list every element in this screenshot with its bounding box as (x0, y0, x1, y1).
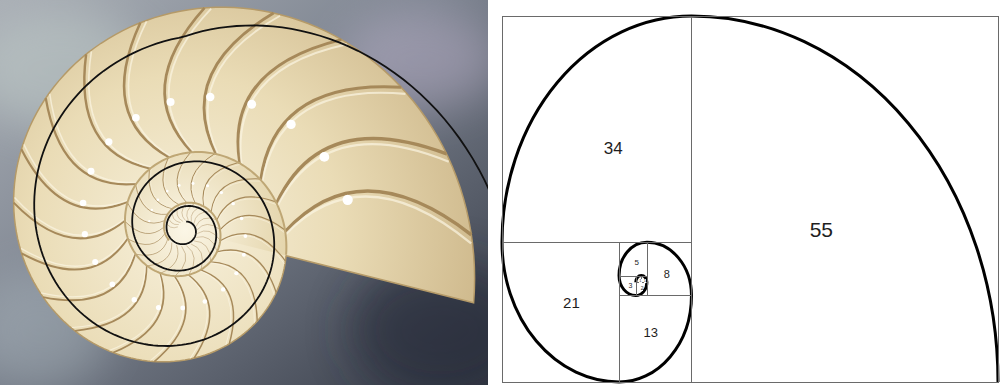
nautilus-shell (14, 7, 488, 362)
siphuncle-spot (132, 297, 137, 302)
shell-septum-highlight (15, 197, 126, 235)
shell-septum-highlight (220, 217, 285, 233)
shell-septum (136, 238, 168, 255)
siphuncle-spot (166, 190, 169, 193)
siphuncle-spot (221, 287, 225, 291)
fibonacci-square: 5 (619, 242, 648, 277)
siphuncle-spot (234, 271, 238, 275)
siphuncle-spot (88, 168, 95, 175)
shell-septum-highlight (150, 276, 183, 361)
shell-septum-highlight (187, 275, 207, 358)
shell-septum-highlight (179, 153, 193, 203)
siphuncle-spot (286, 120, 295, 129)
shell-septum (175, 246, 186, 276)
square-number: 1 (644, 279, 646, 283)
shell-septum-highlight (285, 196, 471, 243)
shell-septum-highlight (204, 164, 241, 207)
shell-septum-highlight (262, 93, 405, 183)
shell-septum-highlight (24, 144, 129, 206)
siphuncle-spot (151, 209, 153, 211)
siphuncle-spot (206, 184, 209, 187)
shell-septum-highlight (209, 263, 254, 324)
siphuncle-spot (167, 98, 175, 106)
shell-septum-highlight (216, 251, 274, 295)
fibonacci-square: 1 (636, 276, 642, 283)
siphuncle-spot (105, 138, 112, 145)
shell-septum-highlight (21, 236, 128, 266)
square-number: 1 (639, 279, 641, 283)
shell-septum-highlight (151, 168, 174, 208)
fibonacci-square: 1 (641, 276, 648, 283)
fibonacci-square: 2 (636, 282, 648, 296)
shell-septum-highlight (50, 94, 138, 183)
siphuncle-spot (157, 198, 160, 201)
siphuncle-spot (110, 281, 116, 287)
siphuncle-spot (148, 220, 150, 222)
shell-septum-highlight (89, 51, 152, 167)
square-number: 21 (563, 295, 580, 310)
siphuncle-spot (244, 234, 248, 238)
square-number: 3 (628, 282, 632, 289)
siphuncle-spot (80, 200, 87, 207)
square-number: 34 (604, 140, 623, 157)
siphuncle-spot (242, 253, 246, 257)
shell-septum-highlight (110, 272, 162, 350)
siphuncle-spot (92, 259, 98, 265)
square-number: 13 (643, 326, 657, 339)
shell-septum (217, 250, 276, 292)
golden-spiral (502, 16, 998, 382)
siphuncle-spot (247, 100, 256, 109)
shell-whorl (125, 152, 286, 276)
fibonacci-square: 34 (502, 16, 692, 243)
shell-septum-highlight (135, 238, 167, 254)
square-number: 8 (664, 269, 670, 280)
fibonacci-square: 8 (647, 242, 692, 296)
fibonacci-square: 3 (619, 276, 637, 296)
siphuncle-spot (203, 299, 208, 304)
shell-body (14, 7, 475, 362)
square-number: 5 (635, 259, 639, 267)
shell-septum-highlight (212, 181, 261, 213)
siphuncle-spot (192, 182, 195, 185)
shell-septum-highlight (208, 16, 280, 155)
shell-septum (154, 276, 186, 361)
shell-septum (46, 98, 136, 184)
overlay-spiral (34, 25, 488, 346)
shell-septum-highlight (137, 183, 168, 213)
shell-septum-highlight (240, 44, 347, 165)
nautilus-photo (0, 0, 488, 385)
siphuncle-spot (343, 195, 353, 205)
siphuncle-spot (82, 231, 88, 237)
fibonacci-square: 21 (502, 242, 620, 383)
siphuncle-spot (132, 114, 140, 122)
shell-septum (113, 273, 163, 353)
square-number: 55 (810, 219, 833, 240)
square-number: 2 (641, 286, 644, 291)
siphuncle-spot (319, 152, 329, 162)
shell-septum (147, 243, 172, 266)
siphuncle-spot (180, 306, 185, 311)
shell-septum (75, 265, 147, 331)
shell-septum (125, 221, 164, 233)
siphuncle-spot (156, 305, 161, 310)
siphuncle-spot (231, 202, 234, 205)
fibonacci-square: 55 (691, 16, 999, 383)
siphuncle-spot (178, 184, 181, 187)
shell-septum-highlight (146, 242, 171, 265)
siphuncle-spot (240, 217, 244, 221)
siphuncle-spot (206, 93, 214, 101)
siphuncle-spot (220, 191, 223, 194)
fibonacci-square: 13 (619, 295, 692, 383)
shell-septum-highlight (41, 252, 134, 297)
